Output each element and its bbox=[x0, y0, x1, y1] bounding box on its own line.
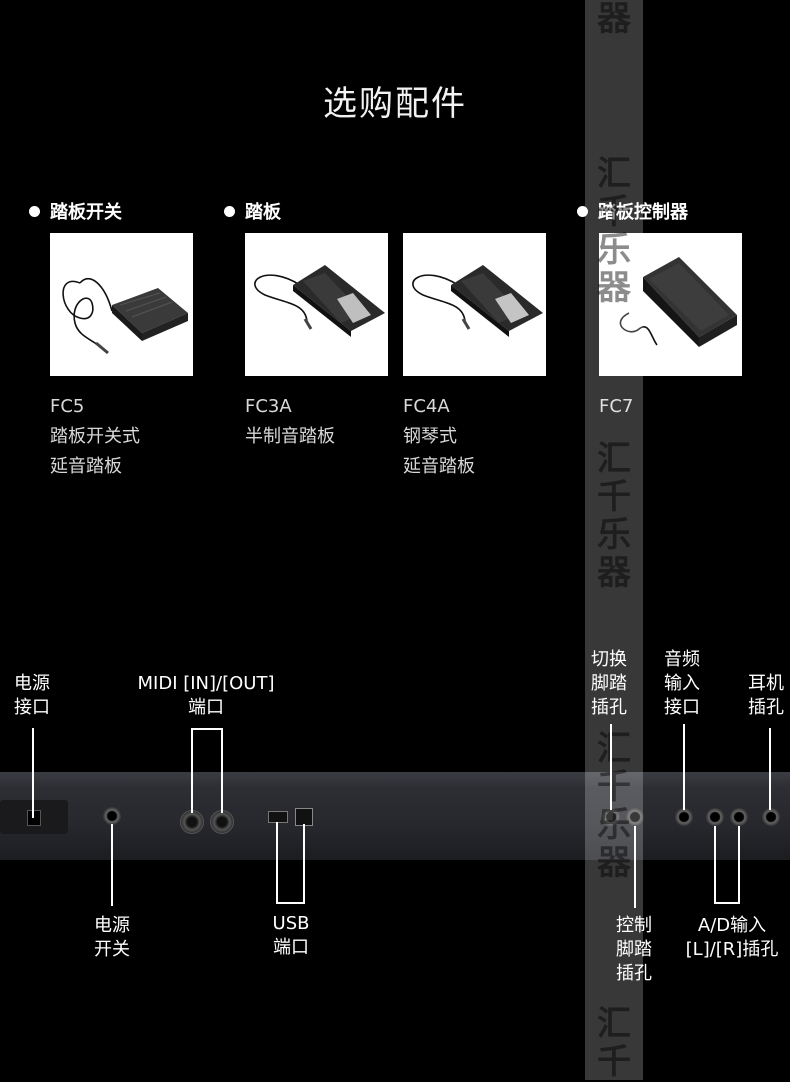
leader-line bbox=[303, 824, 305, 904]
leader-bracket bbox=[714, 902, 740, 904]
category-label: 踏板 bbox=[245, 202, 281, 223]
product-label-fc7: FC7 bbox=[599, 392, 633, 422]
product-desc: 钢琴式 bbox=[403, 426, 457, 447]
ad-input-r-jack[interactable] bbox=[730, 808, 748, 826]
control-pedal-jack[interactable] bbox=[626, 808, 644, 826]
category-label: 踏板开关 bbox=[50, 202, 122, 223]
footswitch-picture bbox=[62, 277, 188, 355]
product-image-fc7[interactable] bbox=[599, 233, 742, 376]
category-label: 踏板控制器 bbox=[598, 202, 688, 223]
product-label-fc5: FC5 踏板开关式 延音踏板 bbox=[50, 392, 140, 482]
product-desc: 延音踏板 bbox=[403, 456, 475, 477]
watermark-text: 汇 千 bbox=[597, 1004, 631, 1082]
label-usb: USB 端口 bbox=[272, 913, 310, 958]
leader-line bbox=[191, 728, 193, 813]
usb-to-device-port[interactable] bbox=[268, 811, 288, 823]
watermark-strip bbox=[585, 0, 643, 1080]
label-switch-pedal: 切换 脚踏 插孔 bbox=[591, 649, 627, 718]
watermark-text: 汇 千 乐 器 bbox=[597, 729, 631, 883]
leader-line bbox=[111, 824, 113, 906]
product-model: FC5 bbox=[50, 396, 85, 417]
pedal-picture bbox=[412, 265, 543, 337]
leader-line bbox=[738, 826, 740, 904]
midi-out-port[interactable] bbox=[210, 810, 234, 834]
product-desc: 半制音踏板 bbox=[245, 426, 335, 447]
leader-line bbox=[276, 822, 278, 904]
category-footswitch: 踏板开关 bbox=[29, 198, 122, 224]
label-audio-in: 音频 输入 接口 bbox=[664, 649, 700, 718]
label-power-port: 电源 接口 bbox=[14, 673, 50, 718]
category-pedal-controller: 踏板控制器 bbox=[577, 198, 688, 224]
audio-input-jack[interactable] bbox=[675, 808, 693, 826]
page-title: 选购配件 bbox=[323, 84, 467, 124]
headphone-jack[interactable] bbox=[762, 808, 780, 826]
product-desc: 延音踏板 bbox=[50, 456, 122, 477]
ad-input-l-jack[interactable] bbox=[706, 808, 724, 826]
product-label-fc3a: FC3A 半制音踏板 bbox=[245, 392, 335, 452]
leader-line bbox=[769, 728, 771, 810]
product-desc: 踏板开关式 bbox=[50, 426, 140, 447]
product-model: FC7 bbox=[599, 396, 634, 417]
product-image-fc3a[interactable] bbox=[245, 233, 388, 376]
label-control-pedal: 控制 脚踏 插孔 bbox=[616, 915, 652, 984]
leader-line bbox=[610, 724, 612, 810]
keyboard-rear-panel bbox=[0, 772, 790, 860]
leader-bracket bbox=[276, 902, 305, 904]
bullet-icon bbox=[577, 205, 588, 217]
product-image-fc4a[interactable] bbox=[403, 233, 546, 376]
product-label-fc4a: FC4A 钢琴式 延音踏板 bbox=[403, 392, 475, 482]
power-socket-icon bbox=[27, 810, 41, 826]
power-switch-knob[interactable] bbox=[103, 807, 121, 825]
watermark-text: 汇 千 乐 器 bbox=[597, 154, 631, 308]
switch-pedal-jack[interactable] bbox=[602, 808, 620, 826]
pedal-picture bbox=[254, 265, 385, 337]
watermark-text: 汇 千 乐 器 bbox=[597, 439, 631, 593]
label-midi-ports: MIDI [IN]/[OUT] 端口 bbox=[137, 673, 275, 718]
leader-bracket bbox=[191, 728, 223, 730]
label-headphone: 耳机 插孔 bbox=[748, 673, 784, 718]
leader-line bbox=[714, 826, 716, 904]
product-model: FC3A bbox=[245, 396, 292, 417]
product-image-fc5[interactable] bbox=[50, 233, 193, 376]
label-ad-input: A/D输入 [L]/[R]插孔 bbox=[685, 915, 779, 960]
leader-line bbox=[634, 826, 636, 908]
leader-line bbox=[683, 724, 685, 810]
leader-line bbox=[221, 728, 223, 813]
leader-line bbox=[32, 728, 34, 818]
bullet-icon bbox=[224, 205, 235, 217]
expression-pedal-picture bbox=[619, 257, 737, 347]
category-pedal: 踏板 bbox=[224, 198, 281, 224]
midi-in-port[interactable] bbox=[180, 810, 204, 834]
watermark-text: 器 bbox=[597, 0, 631, 39]
label-power-switch: 电源 开关 bbox=[94, 915, 130, 960]
product-model: FC4A bbox=[403, 396, 450, 417]
bullet-icon bbox=[29, 205, 40, 217]
